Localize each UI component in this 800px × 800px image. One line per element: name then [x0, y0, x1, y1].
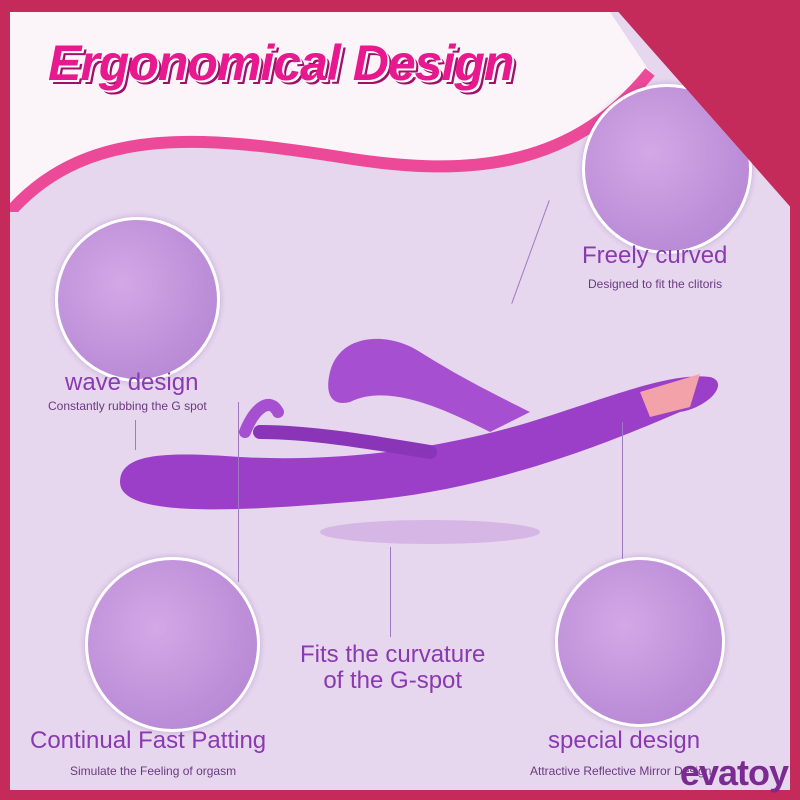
connector-line — [135, 420, 136, 450]
g-spot-line1: Fits the curvature — [300, 641, 486, 668]
product-image — [120, 338, 719, 544]
special-design-image — [555, 557, 725, 727]
g-spot-line2: of the G-spot — [323, 667, 463, 694]
page-title: Ergonomical Design — [48, 35, 514, 91]
product-panel: Ergonomical Design Freely curved Designe… — [10, 12, 790, 790]
wave-design-label: wave design — [65, 369, 199, 396]
pink-wave-decoration — [10, 12, 655, 212]
fast-patting-image — [85, 557, 260, 732]
brand-logo: evatoy — [679, 752, 789, 793]
fast-patting-sub: Simulate the Feeling of orgasm — [70, 764, 237, 778]
connector-line — [390, 547, 391, 637]
wave-design-image — [55, 217, 220, 382]
freely-curved-label: Freely curved — [582, 242, 728, 269]
special-design-label: special design — [548, 727, 701, 754]
g-spot-label: Fits the curvature of the G-spot — [300, 642, 485, 694]
fast-patting-label: Continual Fast Patting — [30, 727, 267, 754]
wave-design-sub: Constantly rubbing the G spot — [48, 399, 207, 413]
connector-line — [622, 422, 623, 572]
freely-curved-sub: Designed to fit the clitoris — [588, 277, 723, 291]
connector-line — [238, 402, 239, 582]
special-design-sub: Attractive Reflective Mirror Design — [530, 764, 712, 778]
freely-curved-image — [582, 84, 752, 254]
